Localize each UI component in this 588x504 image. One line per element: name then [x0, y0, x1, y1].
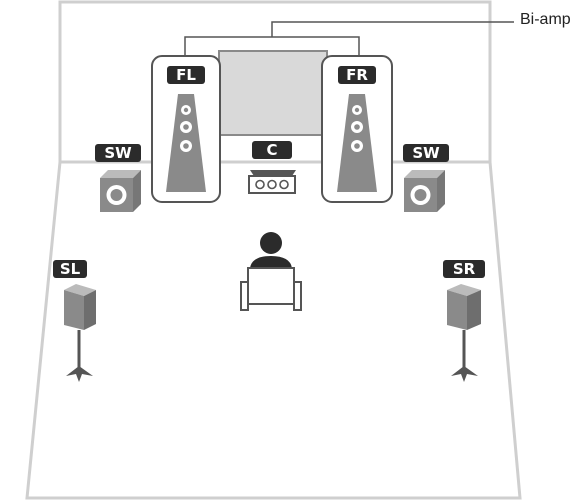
front-left-label-badge: FL [167, 66, 205, 84]
surround-left-label: SL [60, 260, 81, 278]
subwoofer-left-label-badge: SW [95, 144, 141, 162]
surround-left-icon [64, 284, 96, 382]
front-left-tower-icon [166, 94, 206, 192]
front-right-label-badge: FR [338, 66, 376, 84]
listener-icon [240, 232, 302, 311]
surround-right-label-badge: SR [443, 260, 485, 278]
subwoofer-right: SW [403, 144, 449, 212]
subwoofer-left-label: SW [104, 144, 132, 162]
subwoofer-left-icon [100, 170, 141, 212]
subwoofer-right-label: SW [412, 144, 440, 162]
biamp-connector-line [184, 21, 514, 56]
subwoofer-left: SW [95, 144, 141, 212]
front-right-label: FR [346, 66, 368, 84]
front-right-speaker-group: FR [321, 55, 393, 203]
surround-right-label: SR [453, 260, 476, 278]
subwoofer-right-label-badge: SW [403, 144, 449, 162]
subwoofer-right-icon [404, 170, 445, 212]
front-left-label: FL [176, 66, 196, 84]
center-label: C [266, 141, 277, 159]
surround-left-label-badge: SL [53, 260, 87, 278]
screen [218, 50, 328, 136]
biamp-label: Bi-amp [520, 11, 571, 28]
front-left-speaker-group: FL [151, 55, 221, 203]
surround-right-icon [447, 284, 481, 382]
front-right-tower-icon [337, 94, 377, 192]
center-speaker-icon [248, 170, 296, 194]
center-label-badge: C [252, 141, 292, 159]
surround-left-speaker: SL [53, 260, 96, 382]
center-speaker: C [248, 141, 296, 194]
surround-right-speaker: SR [443, 260, 485, 382]
